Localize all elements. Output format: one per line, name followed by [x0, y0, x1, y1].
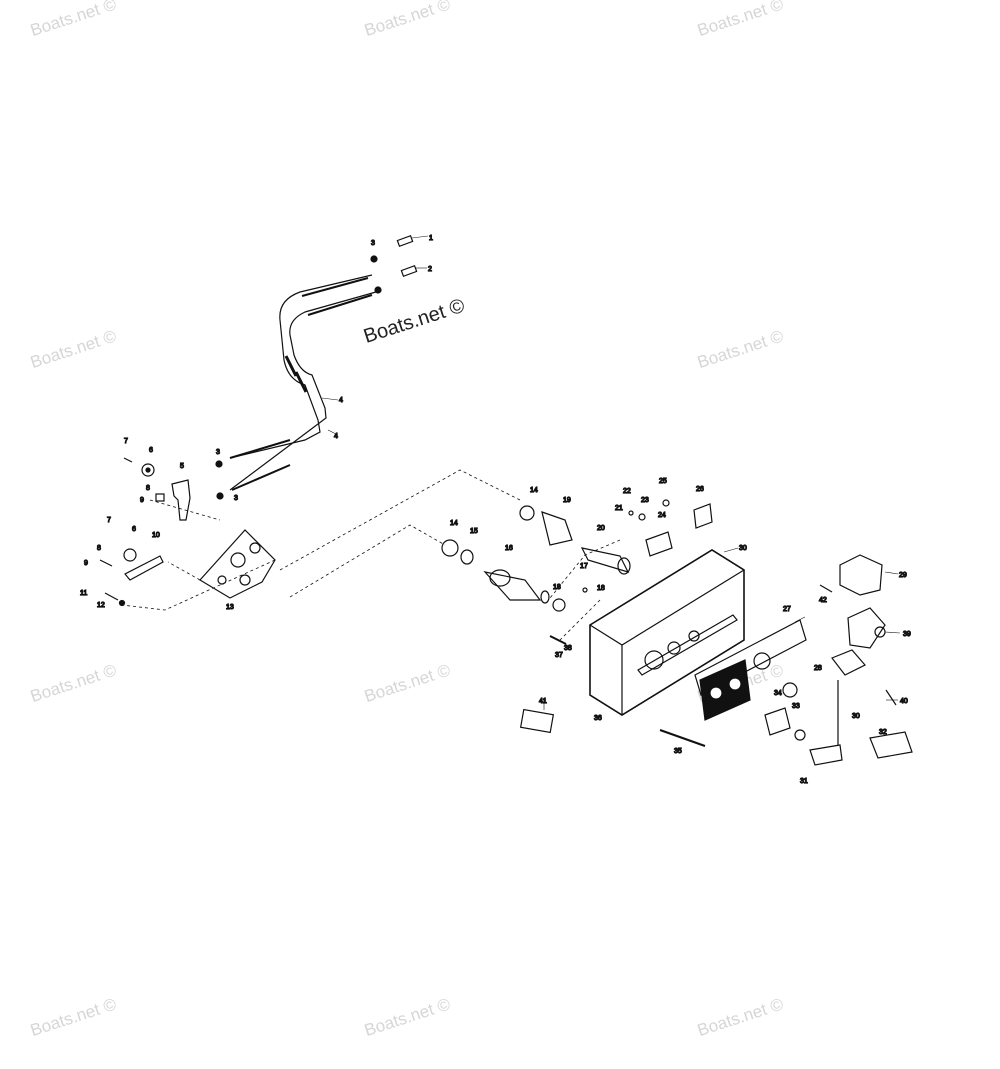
label-23: 23 — [641, 497, 649, 504]
label-25: 25 — [659, 478, 667, 485]
label-24: 24 — [658, 512, 666, 519]
label-22: 22 — [623, 488, 631, 495]
label-26: 26 — [696, 486, 704, 493]
label-3: 3 — [234, 495, 238, 502]
label-41: 41 — [539, 698, 547, 705]
label-36: 36 — [594, 715, 602, 722]
label-5: 5 — [180, 463, 184, 470]
label-21: 21 — [615, 505, 623, 512]
assembly-leader-lines — [121, 469, 621, 641]
label-2: 2 — [428, 266, 432, 273]
label-31: 31 — [800, 778, 808, 785]
throttle-linkage-parts — [99, 457, 191, 607]
label-7: 7 — [107, 517, 111, 524]
label-8: 8 — [97, 545, 101, 552]
label-3: 3 — [216, 449, 220, 456]
mounting-plate — [199, 529, 276, 599]
part-number-labels: 1 2 3 3 3 4 4 5 6 6 7 7 8 8 9 9 10 11 12… — [79, 234, 911, 785]
switch-components — [764, 554, 913, 766]
label-12: 12 — [97, 602, 105, 609]
nameplate-decal — [694, 619, 807, 721]
label-35: 35 — [674, 748, 682, 755]
label-37: 37 — [555, 652, 563, 659]
label-17: 17 — [580, 563, 588, 570]
label-9: 9 — [84, 560, 88, 567]
label-1: 1 — [429, 235, 433, 242]
label-30: 30 — [739, 545, 747, 552]
callout-leaders — [321, 235, 901, 710]
label-32: 32 — [879, 729, 887, 736]
label-18: 18 — [553, 584, 561, 591]
label-15: 15 — [470, 528, 478, 535]
label-13: 13 — [226, 604, 234, 611]
label-8: 8 — [146, 485, 150, 492]
label-4: 4 — [334, 433, 338, 440]
label-7: 7 — [124, 438, 128, 445]
label-29: 29 — [899, 572, 907, 579]
label-33: 33 — [792, 703, 800, 710]
label-4: 4 — [339, 397, 343, 404]
label-28: 28 — [814, 665, 822, 672]
label-16: 16 — [505, 545, 513, 552]
label-20: 20 — [597, 525, 605, 532]
label-14: 14 — [530, 487, 538, 494]
label-40: 40 — [900, 698, 908, 705]
label-19: 19 — [563, 497, 571, 504]
label-11: 11 — [80, 590, 87, 597]
label-42: 42 — [819, 597, 827, 604]
cable-end-fittings — [215, 235, 418, 500]
label-27: 27 — [783, 606, 791, 613]
control-cables — [229, 274, 377, 491]
hardware-pins — [519, 587, 706, 747]
label-34: 34 — [774, 690, 782, 697]
shift-shaft-assembly — [441, 499, 713, 612]
label-9: 9 — [140, 497, 144, 504]
label-10: 10 — [152, 532, 160, 539]
control-box-housing — [589, 549, 745, 716]
label-30: 30 — [852, 713, 860, 720]
label-14: 14 — [450, 520, 458, 527]
label-18: 18 — [597, 585, 605, 592]
label-39: 39 — [903, 631, 911, 638]
label-6: 6 — [149, 447, 153, 454]
label-38: 38 — [564, 645, 572, 652]
label-6: 6 — [132, 526, 136, 533]
label-3: 3 — [371, 240, 375, 247]
